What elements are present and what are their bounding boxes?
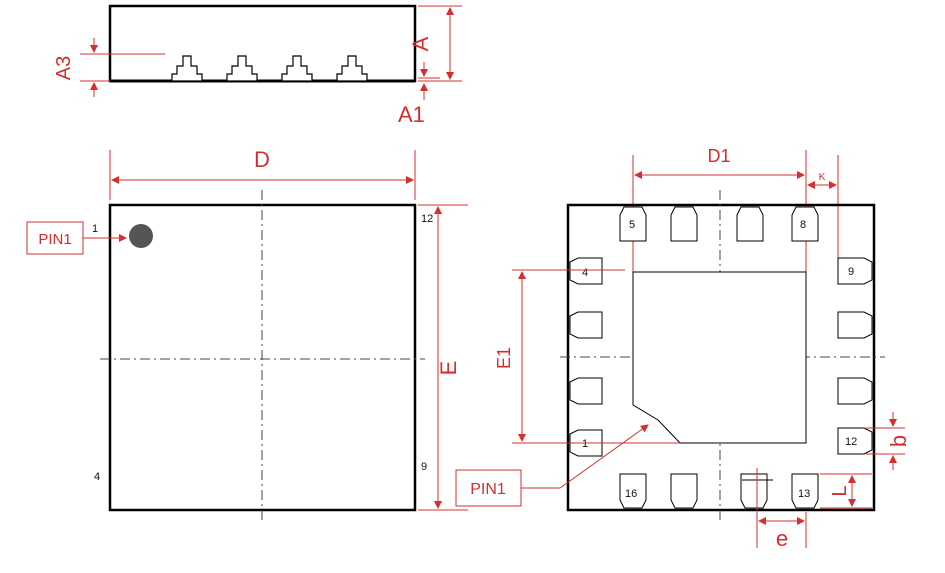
bottom-pin-16: 16 [625, 488, 637, 500]
pin1-dot [129, 224, 153, 248]
dim-e-pitch: e [742, 468, 807, 551]
top-pin-1: 1 [92, 223, 98, 235]
pads-bottom [619, 473, 819, 509]
pin1-callout-top-label: PIN1 [38, 231, 71, 248]
dim-k-label: K [819, 172, 826, 183]
exposed-pad [632, 271, 807, 444]
dim-e1-label: E1 [494, 347, 514, 369]
dim-l-label: L [829, 485, 851, 496]
dim-e-outer: E [418, 204, 468, 511]
bottom-pin-9: 9 [848, 266, 854, 278]
top-view: D 1 4 12 9 PIN1 E [26, 147, 468, 520]
top-pin-4: 4 [94, 471, 100, 483]
dim-a3-label: A3 [53, 56, 75, 80]
dim-l: L [820, 473, 872, 509]
pads-top [619, 206, 819, 242]
side-view-body [108, 4, 417, 83]
pin1-callout-bottom-label: PIN1 [470, 481, 506, 498]
pin1-callout-top: PIN1 [26, 221, 127, 255]
dim-a3: A3 [53, 38, 165, 97]
pads-left [569, 257, 603, 457]
pin1-callout-bottom: PIN1 [455, 424, 649, 507]
dim-d: D [109, 147, 416, 200]
dim-e-label: E [436, 361, 461, 376]
dim-a-label: A [408, 36, 433, 51]
dim-b-label: b [886, 435, 911, 447]
bottom-pin-4: 4 [582, 267, 588, 279]
dim-a: A [408, 5, 462, 82]
side-view: A A1 A3 [53, 4, 462, 127]
bottom-pin-5: 5 [629, 219, 635, 231]
top-pin-12: 12 [421, 213, 433, 225]
bottom-pin-8: 8 [800, 219, 806, 231]
dim-k: K [807, 155, 839, 258]
dim-d1: D1 [632, 146, 807, 272]
dim-d-label: D [254, 147, 270, 172]
bottom-view: D1 K [455, 146, 911, 551]
bottom-pin-1: 1 [582, 438, 588, 450]
bottom-pin-13: 13 [798, 488, 810, 500]
pads-right [837, 257, 873, 455]
side-view-leads [171, 55, 368, 82]
dim-e-pitch-label: e [776, 526, 788, 551]
bottom-pin-12: 12 [845, 436, 857, 448]
dim-a1-label: A1 [398, 102, 425, 127]
top-pin-9: 9 [421, 461, 427, 473]
dim-d1-label: D1 [707, 146, 730, 166]
dim-e1: E1 [494, 269, 680, 444]
dim-b: b [866, 412, 911, 470]
dim-a1: A1 [398, 62, 440, 127]
